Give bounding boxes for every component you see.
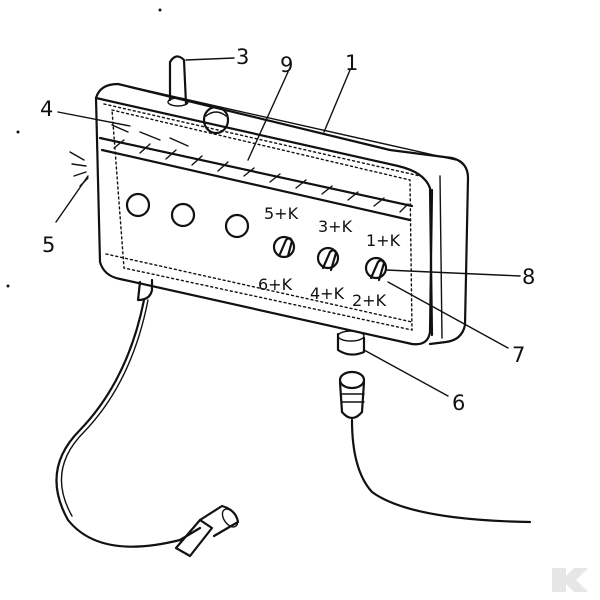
top-knob — [202, 105, 230, 135]
callout-3: 3 — [236, 45, 249, 69]
push-button-2 — [170, 202, 196, 228]
toggle-switch-1-2 — [364, 256, 388, 282]
push-button-3 — [224, 213, 250, 239]
push-button-1 — [125, 192, 151, 218]
left-cable — [55, 278, 202, 548]
control-box-housing — [94, 82, 470, 346]
callout-8: 8 — [522, 265, 535, 289]
left-cable-plug — [174, 504, 240, 558]
right-cable-socket — [336, 330, 366, 356]
right-cable — [350, 418, 532, 524]
callout-9: 9 — [280, 53, 293, 77]
antenna — [167, 55, 189, 107]
callout-6: 6 — [452, 391, 465, 415]
right-cable-plug — [338, 370, 366, 420]
switch-label-3k: 3+K — [318, 217, 353, 236]
toggle-switch-5-6 — [272, 235, 296, 259]
switch-label-4k: 4+K — [310, 284, 345, 303]
led-indicator-strip — [98, 124, 414, 222]
callout-5: 5 — [42, 233, 55, 257]
toggle-switch-3-4 — [316, 246, 340, 272]
switch-label-1k: 1+K — [366, 231, 401, 250]
callout-4: 4 — [40, 97, 53, 121]
switch-label-2k: 2+K — [352, 291, 387, 310]
watermark-logo-text: K — [568, 587, 569, 589]
callout-1: 1 — [345, 51, 358, 75]
switch-label-5k: 5+K — [264, 204, 299, 223]
callout-7: 7 — [512, 343, 525, 367]
watermark-logo: K — [552, 568, 588, 592]
switch-label-6k: 6+K — [258, 275, 293, 294]
scan-specks — [6, 8, 162, 288]
leader-lines — [55, 57, 521, 397]
